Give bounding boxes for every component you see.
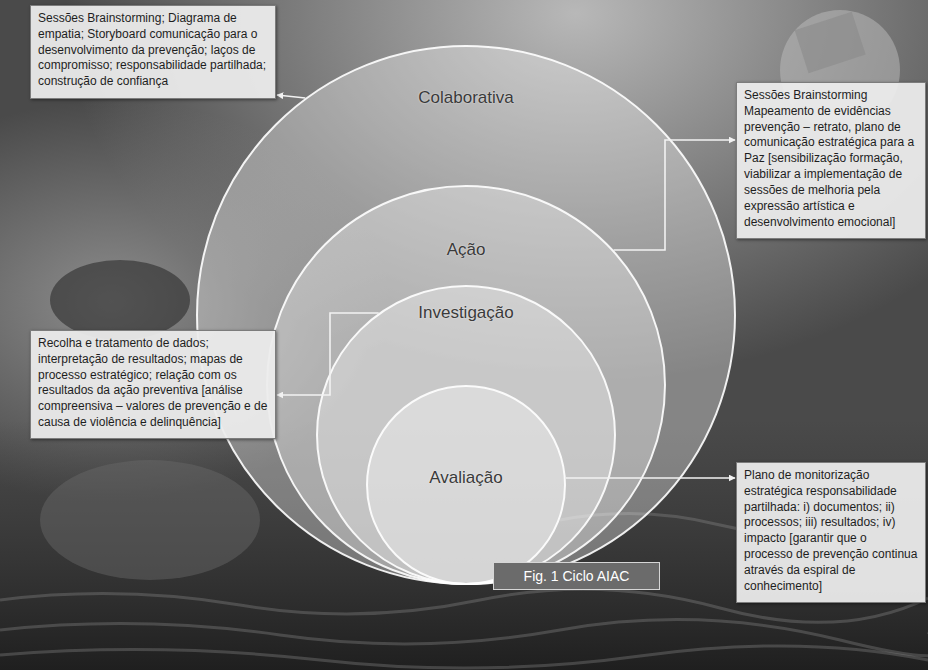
callout-box: Sessões Brainstorming Mapeamento de evid… [736, 82, 926, 239]
circle-shape [317, 286, 615, 584]
circle-shape [197, 46, 735, 584]
circle-label: Colaborativa [196, 87, 736, 109]
connector-arrow [566, 477, 735, 479]
research-circle: InvestigaçãoAvaliação [316, 285, 616, 585]
connector-arrow [277, 313, 379, 395]
frame-shape [795, 12, 866, 73]
face-shadow [50, 260, 190, 340]
callout-box: Recolha e tratamento de dados; interpret… [30, 330, 276, 439]
callout-text: Sessões Brainstorming Mapeamento de evid… [744, 88, 918, 230]
figure-caption-box: Fig. 1 Ciclo AIAC [493, 562, 660, 590]
circle-shape [267, 186, 665, 584]
callout-text: Plano de monitorização estratégica respo… [744, 468, 918, 595]
figure-caption: Fig. 1 Ciclo AIAC [524, 568, 630, 584]
action-circle: AçãoInvestigaçãoAvaliação [266, 185, 666, 585]
ripple [0, 646, 928, 668]
evaluation-circle: Avaliação [366, 385, 566, 585]
circle-label: Investigação [316, 302, 616, 324]
callout-text: Recolha e tratamento de dados; interpret… [38, 336, 268, 431]
callout-text: Sessões Brainstorming; Diagrama de empat… [38, 11, 268, 90]
dark-water [0, 420, 928, 670]
ripple [0, 620, 928, 656]
face-shape [40, 460, 260, 580]
callout-box: Sessões Brainstorming; Diagrama de empat… [30, 5, 276, 99]
connector-arrow [277, 95, 305, 98]
callout-box: Plano de monitorização estratégica respo… [736, 462, 926, 603]
circle-label: Ação [266, 239, 666, 261]
outer-circle: ColaborativaAçãoInvestigaçãoAvaliação [196, 45, 736, 585]
circle-outline [316, 285, 616, 585]
circle-shape [367, 386, 565, 584]
circle-label: Avaliação [366, 467, 566, 489]
connector-arrow [614, 140, 735, 250]
